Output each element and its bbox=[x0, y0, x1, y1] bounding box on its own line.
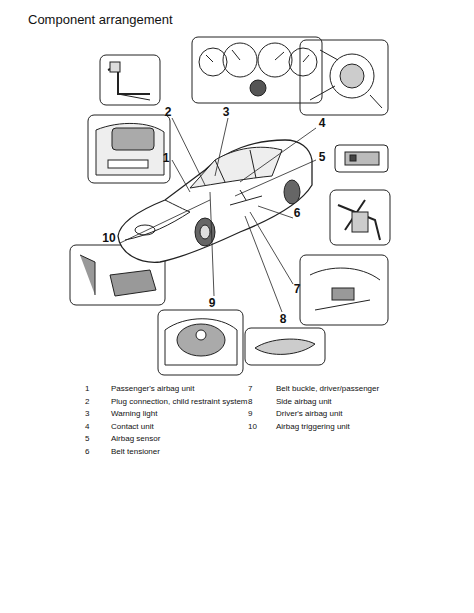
car-body bbox=[118, 140, 312, 262]
leader-line bbox=[210, 192, 214, 296]
instrument-inset bbox=[192, 37, 322, 103]
legend-table-cell: 10 bbox=[248, 422, 257, 431]
belt-buckle-inset bbox=[300, 255, 388, 325]
legend-table-cell: 5 bbox=[85, 434, 89, 443]
belt-tensioner-inset bbox=[338, 200, 380, 240]
sensor-inset bbox=[345, 152, 379, 165]
belt-tensioner-inset bbox=[352, 212, 368, 232]
car-body bbox=[135, 225, 155, 235]
passenger-airbag-inset bbox=[112, 128, 154, 150]
plug-inset bbox=[110, 62, 120, 72]
legend-table-cell: Driver's airbag unit bbox=[276, 409, 342, 418]
callout-number: 3 bbox=[223, 105, 230, 119]
driver-airbag-inset bbox=[158, 310, 243, 375]
driver-airbag-inset bbox=[158, 310, 243, 375]
callout-number: 8 bbox=[280, 312, 287, 326]
legend-table-cell: 3 bbox=[85, 409, 89, 418]
belt-tensioner-inset bbox=[330, 190, 390, 245]
leader-line bbox=[172, 118, 205, 185]
driver-airbag-inset bbox=[177, 324, 225, 356]
contact-unit-inset bbox=[330, 54, 374, 98]
contact-unit-inset bbox=[300, 40, 388, 115]
contact-unit-inset bbox=[310, 50, 382, 108]
belt-buckle-inset bbox=[300, 255, 388, 325]
car-body bbox=[125, 200, 190, 240]
passenger-airbag-inset bbox=[88, 115, 170, 183]
car-body bbox=[215, 150, 256, 182]
car-body bbox=[118, 140, 312, 262]
leader-line bbox=[120, 200, 210, 243]
leader-line bbox=[245, 216, 282, 312]
legend-table-cell: Warning light bbox=[111, 409, 157, 418]
legend-table-cell: Plug connection, child restraint system bbox=[111, 397, 248, 406]
legend-table-cell: 1 bbox=[85, 384, 89, 393]
instrument-inset bbox=[192, 37, 322, 103]
callout-number: 5 bbox=[319, 150, 326, 164]
legend-table-cell: Passenger's airbag unit bbox=[111, 384, 194, 393]
sensor-inset bbox=[350, 155, 356, 161]
passenger-airbag-inset bbox=[108, 160, 148, 168]
plug-inset bbox=[118, 94, 150, 100]
belt-tensioner-inset bbox=[330, 190, 390, 245]
legend-table-cell: 6 bbox=[85, 447, 89, 456]
callout-number: 7 bbox=[294, 282, 301, 296]
diagram-title: Component arrangement bbox=[28, 12, 173, 27]
legend-table-cell: Side airbag unit bbox=[276, 397, 332, 406]
car-body bbox=[284, 180, 300, 204]
car-body bbox=[230, 190, 262, 205]
plug-inset bbox=[100, 55, 160, 105]
car-body bbox=[200, 225, 210, 239]
legend-table-cell: Contact unit bbox=[111, 422, 154, 431]
callout-number: 6 bbox=[294, 206, 301, 220]
driver-airbag-inset bbox=[196, 330, 206, 340]
driver-airbag-inset bbox=[165, 319, 237, 365]
callout-number: 9 bbox=[209, 296, 216, 310]
sensor-inset bbox=[335, 145, 388, 172]
legend-table-cell: 4 bbox=[85, 422, 89, 431]
side-airbag-inset bbox=[255, 339, 315, 354]
leader-line bbox=[215, 118, 228, 176]
passenger-airbag-inset bbox=[88, 115, 170, 183]
legend-table-cell: Airbag sensor bbox=[111, 434, 160, 443]
instrument-inset bbox=[250, 80, 266, 96]
legend-table-cell: Airbag triggering unit bbox=[276, 422, 350, 431]
legend-table-cell: Belt buckle, driver/passenger bbox=[276, 384, 379, 393]
legend-table-cell: 9 bbox=[248, 409, 252, 418]
callout-number: 10 bbox=[102, 231, 115, 245]
leader-line bbox=[250, 212, 293, 284]
side-airbag-inset bbox=[245, 328, 325, 365]
callout-number: 2 bbox=[165, 105, 172, 119]
contact-unit-inset bbox=[300, 40, 388, 115]
belt-buckle-inset bbox=[310, 268, 380, 310]
leader-line bbox=[258, 206, 293, 218]
contact-unit-inset bbox=[340, 64, 364, 88]
belt-buckle-inset bbox=[332, 288, 354, 300]
legend-table-cell: Belt tensioner bbox=[111, 447, 160, 456]
callout-number: 1 bbox=[163, 151, 170, 165]
leader-line bbox=[120, 118, 316, 312]
leader-line bbox=[235, 160, 316, 196]
side-airbag-inset bbox=[245, 328, 325, 365]
legend-table-cell: 8 bbox=[248, 397, 252, 406]
legend-table-cell: 7 bbox=[248, 384, 252, 393]
passenger-airbag-inset bbox=[96, 123, 164, 175]
leader-line bbox=[172, 160, 190, 192]
sensor-inset bbox=[335, 145, 388, 172]
leader-line bbox=[240, 128, 316, 182]
legend-table-cell: 2 bbox=[85, 397, 89, 406]
plug-inset bbox=[100, 55, 160, 105]
callout-number: 4 bbox=[319, 116, 326, 130]
instrument-inset bbox=[206, 50, 309, 62]
